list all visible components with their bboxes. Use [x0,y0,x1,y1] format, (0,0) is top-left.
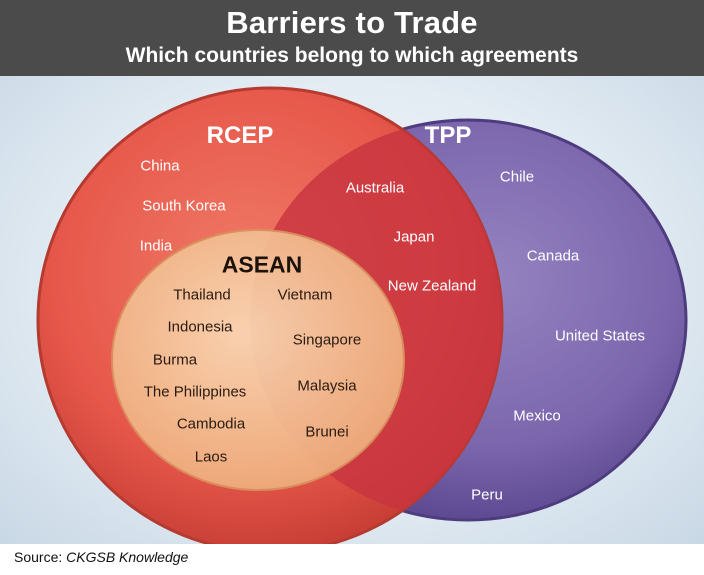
country-label: Singapore [292,331,362,349]
source-label: Source: [14,549,63,565]
country-label: The Philippines [143,383,247,401]
country-label: Burma [152,351,198,369]
country-label: Australia [345,179,405,197]
country-label: Laos [194,448,228,466]
footer [0,544,704,575]
country-label: Indonesia [167,318,233,336]
tpp-title: TPP [424,122,472,149]
country-label: Chile [499,168,535,186]
asean-title: ASEAN [221,251,303,278]
rcep-title: RCEP [206,122,274,149]
country-label: Thailand [173,286,231,304]
country-label: China [140,157,180,175]
country-label: Vietnam [277,286,333,304]
country-label: United States [554,327,646,345]
country-label: Malaysia [297,377,357,395]
country-label: India [139,237,173,255]
page-subtitle: Which countries belong to which agreemen… [125,44,579,67]
country-label: Brunei [305,423,349,441]
country-label: Mexico [513,407,561,425]
country-label: New Zealand [387,277,477,295]
page-title: Barriers to Trade [226,5,478,40]
source-credit: Source: CKGSB Knowledge [14,549,188,565]
source-name: CKGSB Knowledge [66,549,189,565]
country-label: Japan [393,228,435,246]
country-label: Cambodia [176,415,246,433]
country-label: Peru [471,486,503,504]
header-bar: Barriers to Trade Which countries belong… [0,0,704,76]
country-label: Canada [526,247,580,265]
asean-circle [111,229,405,491]
country-label: South Korea [142,197,226,215]
